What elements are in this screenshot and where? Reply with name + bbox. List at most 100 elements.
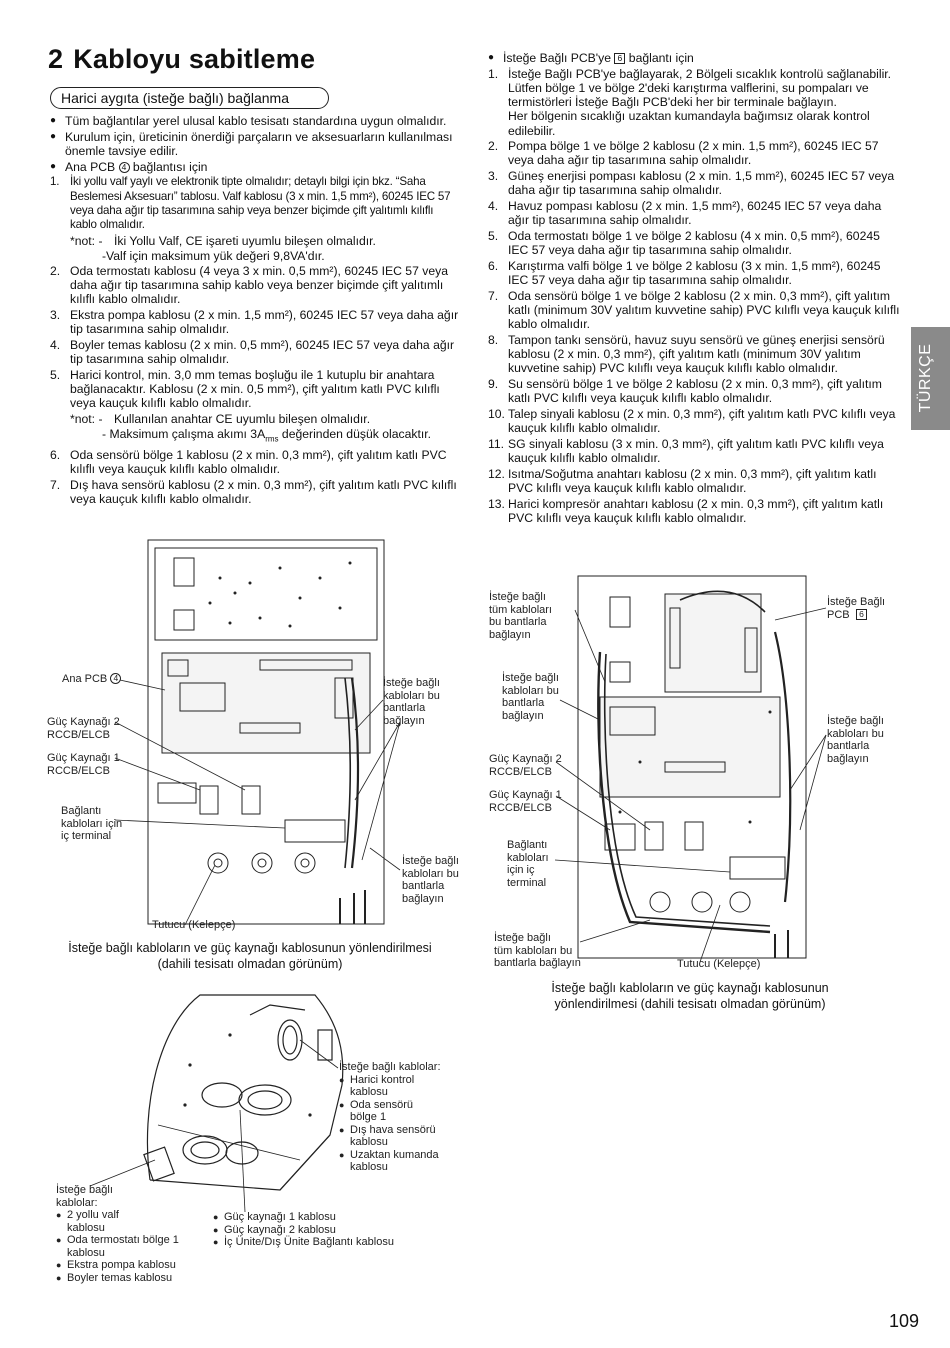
optional-cables-right-list: İsteğe bağlı kablolar: Harici kontrol ka… (339, 1061, 441, 1174)
item-text: Ekstra pompa kablosu (2 x min. 1,5 mm²),… (70, 308, 459, 337)
note-subscript: rms (265, 434, 279, 444)
item-number: 12. (488, 466, 505, 481)
item-number: 7. (488, 288, 499, 303)
list-item: 12.Isıtma/Soğutma anahtarı kablosu (2 x … (488, 467, 900, 495)
list-item: 1. İki yollu valf yaylı ve elektronik tip… (50, 175, 462, 232)
note-line-2: -Valf için maksimum yük değeri 9,8VA'dır… (102, 248, 325, 263)
boxed-mark: 6 (856, 609, 867, 620)
item-number: 6. (50, 447, 61, 462)
bullet-item: Tüm bağlantılar yerel ulusal kablo tesis… (50, 114, 462, 128)
item-number: 3. (488, 169, 499, 184)
list-item: 8.Tampon tankı sensörü, havuz suyu sensö… (488, 333, 900, 376)
item-text: Boyler temas kablosu (2 x min. 0,5 mm²),… (70, 338, 455, 367)
item-number: 1. (50, 175, 60, 189)
note-line-2: - Maksimum çalışma akımı 3Arms değerinde… (70, 427, 462, 447)
item-text: Havuz pompası kablosu (2 x min. 1,5 mm²)… (508, 199, 882, 228)
label-power-supply-2: Güç Kaynağı 2 RCCB/ELCB (47, 716, 120, 741)
label-power-supply-2: Güç Kaynağı 2 RCCB/ELCB (489, 753, 562, 778)
item-text: Dış hava sensörü kablosu (2 x min. 0,3 m… (70, 477, 457, 507)
list-item: 7. Dış hava sensörü kablosu (2 x min. 0,3… (50, 478, 462, 506)
list-item: 4.Boyler temas kablosu (2 x min. 0,5 mm²… (50, 338, 462, 366)
list-item: 6. Karıştırma valfi bölge 1 ve bölge 2 ka… (488, 259, 900, 287)
item-number: 1. (488, 66, 499, 81)
label-optional-all-cables-bottom: İsteğe bağlı tüm kabloları bu bantlarla … (494, 932, 581, 969)
item-text: Oda termostatı kablosu (4 veya 3 x min. … (70, 264, 448, 307)
label-optional-pcb-mark: 6 (856, 609, 867, 622)
list-item: 11.SG sinyali kablosu (3 x min. 0,3 mm²)… (488, 437, 900, 465)
item-number: 2. (50, 264, 61, 279)
label-optional-cables-top: İsteğe bağlı kabloları bu bantlarla bağl… (383, 677, 440, 727)
power-cables-list: Güç kaynağı 1 kablosu Güç kaynağı 2 kabl… (213, 1211, 394, 1249)
item-text: SG sinyali kablosu (3 x min. 0,3 mm²), ç… (508, 436, 884, 465)
language-tab: TÜRKÇE (911, 327, 950, 430)
item-number: 13. (488, 496, 505, 511)
item-text: Karıştırma valfi bölge 1 ve bölge 2 kabl… (508, 258, 881, 288)
note-key: *not: - (70, 233, 103, 248)
ana-pcb-suffix: bağlantısı için (132, 159, 208, 174)
circled-mark: 4 (118, 161, 130, 173)
list-item: Uzaktan kumanda kablosu (339, 1149, 441, 1174)
label-optional-cables-left: İsteğe bağlı kabloları bu bantlarla bağl… (502, 672, 559, 722)
optional-cables-title: İsteğe bağlı kablolar: (56, 1184, 113, 1209)
bullet-item: Kurulum için, üreticinin önerdiği parçal… (50, 130, 462, 158)
list-item: 2.Pompa bölge 1 ve bölge 2 kablosu (2 x … (488, 139, 900, 167)
label-clamp: Tutucu (Kelepçe) (677, 958, 761, 970)
language-tab-label: TÜRKÇE (917, 343, 934, 413)
item-extra-text: Her bölgenin sıcaklığı uzaktan kumandayl… (508, 109, 870, 138)
list-item: 6. Oda sensörü bölge 1 kablosu (2 x min. … (50, 448, 462, 476)
label-clamp: Tutucu (Kelepçe) (152, 919, 236, 931)
list-item: Güç kaynağı 1 kablosu (213, 1211, 394, 1224)
item-text: Su sensörü bölge 1 ve bölge 2 kablosu (2… (508, 376, 882, 406)
list-item: Oda sensörü bölge 1 (339, 1099, 441, 1124)
item-number: 10. (488, 406, 505, 421)
label-optional-cables-bottom: İsteğe bağlı kabloları bu bantlarla bağl… (402, 855, 459, 905)
item-text: İki yollu valf yaylı ve elektronik tipte… (70, 175, 451, 231)
item-number: 5. (488, 228, 499, 243)
section-number: 2 (48, 44, 64, 74)
label-ana-pcb: Ana PCB 4 (62, 673, 122, 686)
item-text: Oda sensörü bölge 1 kablosu (2 x min. 0,… (70, 447, 447, 477)
note-line: Kullanılan anahtar CE uyumlu bileşen olm… (114, 412, 371, 427)
list-item: 13.Harici kompresör anahtarı kablosu (2 … (488, 497, 900, 525)
item-number: 5. (50, 367, 61, 382)
optional-pcb-prefix: İsteğe Bağlı PCB'ye (503, 51, 612, 65)
label-connection-terminal: Bağlantı kabloları için iç terminal (507, 839, 549, 889)
note-block: *not: - İki Yollu Valf, CE işareti uyumlu… (70, 234, 462, 248)
note-text: değerinden düşük olacaktır. (278, 427, 431, 442)
cable-entry-perspective (143, 994, 344, 1191)
ana-pcb-heading: Ana PCB 4 bağlantısı için (50, 160, 462, 174)
list-item: 10.Talep sinyali kablosu (2 x min. 0,3 m… (488, 407, 900, 435)
item-text: Isıtma/Soğutma anahtarı kablosu (2 x min… (508, 466, 877, 495)
item-number: 2. (488, 139, 499, 154)
list-item: 3.Güneş enerjisi pompası kablosu (2 x mi… (488, 169, 900, 197)
list-item: 9.Su sensörü bölge 1 ve bölge 2 kablosu … (488, 377, 900, 405)
list-item: Güç kaynağı 2 kablosu (213, 1224, 394, 1237)
list-item: 2 yollu valf kablosu (56, 1209, 179, 1234)
item-number: 11. (488, 436, 505, 451)
item-number: 6. (488, 258, 499, 273)
item-text: Harici kontrol, min. 3,0 mm temas boşluğ… (70, 367, 440, 411)
section-title: Kabloyu sabitleme (73, 44, 316, 74)
optional-cables-left-list: İsteğe bağlı kablolar: 2 yollu valf kabl… (56, 1184, 179, 1284)
list-item: 7.Oda sensörü bölge 1 ve bölge 2 kablosu… (488, 289, 900, 332)
label-optional-pcb: İsteğe Bağlı PCB (827, 596, 885, 621)
optional-pcb-suffix: bağlantı için (628, 51, 694, 65)
label-text: İsteğe Bağlı PCB (827, 596, 886, 621)
figure-caption-right: İsteğe bağlı kabloların ve güç kaynağı k… (551, 981, 829, 1011)
label-optional-cables-right: İsteğe bağlı kabloları bu bantlarla bağl… (827, 715, 884, 765)
optional-cables-title: İsteğe bağlı kablolar: (339, 1061, 441, 1073)
item-number: 3. (50, 308, 61, 323)
list-item: Harici kontrol kablosu (339, 1074, 441, 1099)
circled-mark: 4 (110, 673, 122, 684)
list-item: 4.Havuz pompası kablosu (2 x min. 1,5 mm… (488, 199, 900, 227)
list-item: Dış hava sensörü kablosu (339, 1124, 441, 1149)
page-title: 2 Kabloyu sabitleme (48, 44, 315, 75)
label-text: Ana PCB (62, 673, 108, 685)
note-line: İki Yollu Valf, CE işareti uyumlu bileşe… (114, 233, 376, 248)
label-optional-all-cables-top: İsteğe bağlı tüm kabloları bu bantlarla … (489, 591, 552, 641)
boxed-mark: 6 (614, 53, 626, 64)
list-item: Oda termostatı bölge 1 kablosu (56, 1234, 179, 1259)
item-number: 7. (50, 477, 61, 492)
list-item: 5.Oda termostatı bölge 1 ve bölge 2 kabl… (488, 229, 900, 257)
list-item: 1.İsteğe Bağlı PCB'ye bağlayarak, 2 Bölg… (488, 67, 900, 138)
